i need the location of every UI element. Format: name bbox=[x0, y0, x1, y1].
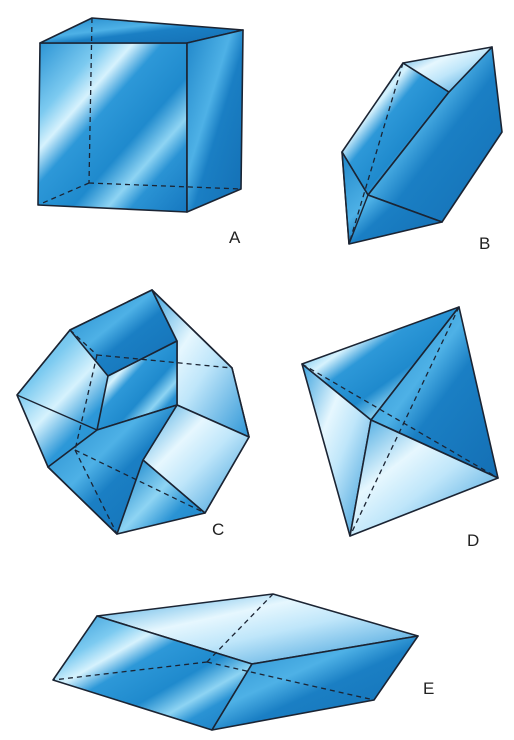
crystal-a-front-face bbox=[38, 43, 187, 212]
crystal-a-cube bbox=[38, 18, 243, 212]
crystal-a-side-face bbox=[187, 30, 243, 212]
crystal-d-octahedron bbox=[302, 307, 498, 536]
label-b: B bbox=[479, 235, 490, 252]
crystal-b-bipyramidal-prism bbox=[342, 47, 502, 244]
label-a: A bbox=[229, 229, 240, 246]
label-d: D bbox=[467, 532, 479, 549]
crystal-c-dodecahedron bbox=[17, 290, 249, 534]
crystal-e-rhombohedron bbox=[53, 594, 418, 730]
label-e: E bbox=[423, 680, 434, 697]
label-c: C bbox=[212, 521, 224, 538]
